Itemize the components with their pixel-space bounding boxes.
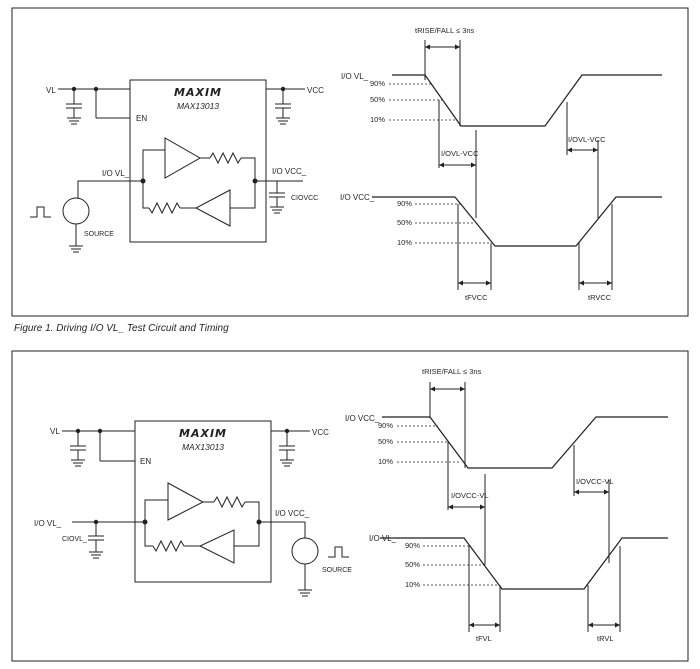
load-capacitor-label: CIOVCC [291,195,318,202]
input-signal-label-2: I/O VCC_ [345,414,380,423]
level-10-label: 10% [370,115,385,124]
io-vl-pin-label: I/O VL_ [102,169,130,178]
rise-fall-spec-label-2: tRISE/FALL ≤ 3ns [422,367,482,376]
en-pin-label-2: EN [140,457,151,466]
io-vl-pin-label-2: I/O VL_ [34,519,62,528]
load-capacitor: CIOVCC [269,181,318,214]
rise-time-label: tRVCC [588,293,612,302]
output-level-10-label-2: 10% [405,580,420,589]
resistor-forward-2 [213,495,246,509]
source-label: SOURCE [84,231,114,238]
input-waveform-2 [382,416,668,469]
resistor-reverse [148,201,181,215]
figure-1: MAXIM MAX13013 VL EN VCC [11,7,689,317]
figure-2: MAXIM MAX13013 VL EN VCC [11,350,689,662]
vcc-decoupling-capacitor-2 [279,431,295,467]
rise-time-label-2: tRVL [597,634,614,643]
vl-pin-label-2: VL [50,427,60,436]
timing-diagram-2: tRISE/FALL ≤ 3ns I/O VCC_ 90% 50% 10% I/… [345,367,668,643]
output-level-50-label-2: 50% [405,560,420,569]
rise-fall-spec-label: tRISE/FALL ≤ 3ns [415,26,475,35]
io-vcc-pin-label-2: I/O VCC_ [275,509,310,518]
internal-buffer-path-2 [142,482,262,564]
maxim-logo: MAXIM [174,86,222,99]
output-level-10-label: 10% [397,238,412,247]
vcc-pin-label: VCC [307,86,324,95]
vcc-decoupling-capacitor [275,89,291,125]
buffer-forward-triangle-2 [167,482,205,521]
figure-1-caption: Figure 1. Driving I/O VL_ Test Circuit a… [14,323,229,334]
pulse-icon-2 [328,546,349,558]
ic-body-2 [134,420,272,583]
fall-time-label: tFVCC [465,293,488,302]
figure-1-frame [11,7,689,317]
vl-decoupling-capacitor [66,89,82,125]
level-90-label: 90% [370,79,385,88]
vl-decoupling-capacitor-2 [70,431,86,467]
output-level-90-label-2: 90% [405,541,420,550]
maxim-logo-2: MAXIM [179,427,227,440]
delay-fall-label-2: I/OVCC-VL [451,491,489,500]
level-90-label-2: 90% [378,421,393,430]
resistor-reverse-2 [152,539,185,553]
buffer-forward-triangle [164,137,202,179]
level-10-label-2: 10% [378,457,393,466]
io-vcc-pin-label: I/O VCC_ [272,167,307,176]
delay-rise-label-2: I/OVCC-VL [576,477,614,486]
en-pin-label: EN [136,114,147,123]
vl-pin-label: VL [46,86,56,95]
source-label-2: SOURCE [322,567,352,574]
level-50-label: 50% [370,95,385,104]
pulse-icon [30,206,51,218]
figure-2-frame [11,350,689,662]
output-waveform-2 [380,537,668,590]
level-50-label-2: 50% [378,437,393,446]
signal-source: SOURCE [30,197,114,253]
input-signal-label: I/O VL_ [341,72,369,81]
signal-source-2: SOURCE [291,522,352,597]
delay-fall-label: I/OVL-VCC [441,149,479,158]
output-signal-label: I/O VCC_ [340,193,375,202]
vcc-pin-label-2: VCC [312,428,329,437]
input-waveform [392,74,662,127]
part-number-label-2: MAX13013 [182,442,224,452]
part-number-label: MAX13013 [177,101,219,111]
buffer-reverse-triangle [194,189,231,227]
ic-body [129,79,267,243]
output-waveform [372,196,662,247]
timing-diagram-1: tRISE/FALL ≤ 3ns I/O VL_ 90% 50% 10% I/O… [340,26,662,302]
buffer-reverse-triangle-2 [198,529,235,564]
delay-rise-label: I/OVL-VCC [568,135,606,144]
output-level-90-label: 90% [397,199,412,208]
output-level-50-label: 50% [397,218,412,227]
load-capacitor-label-2: CIOVL_ [62,536,87,543]
resistor-forward [209,151,242,165]
internal-buffer-path [140,137,258,227]
fall-time-label-2: tFVL [476,634,492,643]
load-capacitor-2: CIOVL_ [62,522,104,559]
